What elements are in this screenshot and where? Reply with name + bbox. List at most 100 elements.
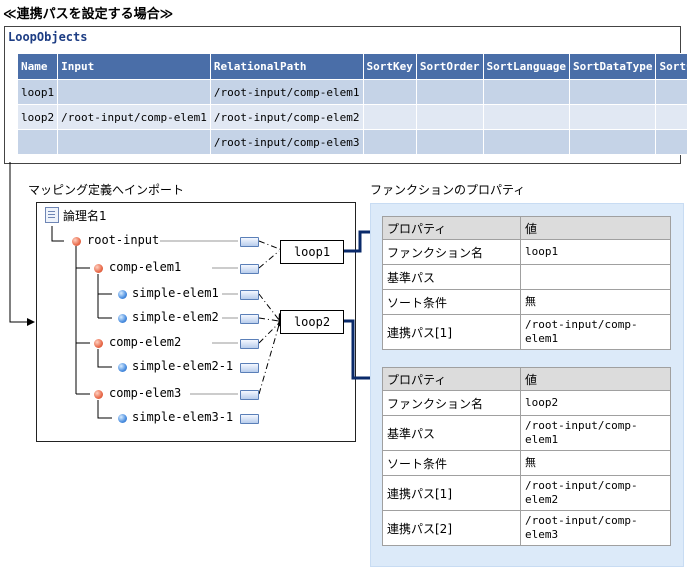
mapping-link xyxy=(258,250,280,269)
import-arrow xyxy=(9,162,35,326)
tree-line xyxy=(97,349,112,368)
properties-header-row: プロパティ 値 xyxy=(382,367,671,391)
mapping-link xyxy=(258,324,280,395)
tree-node-comp-elem3[interactable]: comp-elem3 xyxy=(109,386,182,400)
element-node-icon xyxy=(72,237,81,246)
port-icon[interactable] xyxy=(240,314,259,324)
property-value xyxy=(520,264,671,290)
property-column-header: プロパティ xyxy=(382,367,521,391)
column-header: SortDataType xyxy=(568,53,657,80)
property-value: /root-input/comp- elem1 xyxy=(520,415,671,451)
element-node-icon xyxy=(94,339,103,348)
table-row: /root-input/comp-elem3 xyxy=(16,129,687,155)
property-key: 連携パス[1] xyxy=(382,475,521,511)
table-cell xyxy=(568,79,657,105)
property-key: ソート条件 xyxy=(382,289,521,315)
port-icon[interactable] xyxy=(240,414,259,424)
property-key: 基準パス xyxy=(382,415,521,451)
column-header: SortOrder xyxy=(415,53,484,80)
property-value: loop1 xyxy=(520,239,671,265)
loop-objects-title: LoopObjects xyxy=(8,30,88,44)
column-header: SortCase xyxy=(655,53,687,80)
table-cell: /root-input/comp-elem1 xyxy=(57,104,211,130)
element-node-icon xyxy=(94,264,103,273)
value-column-header: 値 xyxy=(520,216,671,240)
table-cell xyxy=(482,129,570,155)
attribute-node-icon xyxy=(118,314,127,323)
tree-node-simple-elem2[interactable]: simple-elem2 xyxy=(132,310,219,324)
tree-node-simple-elem3-1[interactable]: simple-elem3-1 xyxy=(132,410,234,424)
property-value: 無 xyxy=(520,289,671,315)
port-icon[interactable] xyxy=(240,264,259,274)
port-icon[interactable] xyxy=(240,290,259,300)
port-icon[interactable] xyxy=(240,237,259,247)
table-cell: /root-input/comp-elem2 xyxy=(209,104,364,130)
table-cell xyxy=(568,104,657,130)
logical-name-label: 論理名1 xyxy=(63,209,107,223)
attribute-node-icon xyxy=(118,414,127,423)
property-row: ソート条件 無 xyxy=(382,289,671,315)
tree-line xyxy=(97,274,112,319)
table-cell xyxy=(415,79,484,105)
table-cell: loop2 xyxy=(16,104,59,130)
port-icon[interactable] xyxy=(240,390,259,400)
properties-table-loop1: プロパティ 値 ファンクション名 loop1 基準パス ソート条件 無 連携パス… xyxy=(382,216,671,350)
tree-node-simple-elem1[interactable]: simple-elem1 xyxy=(132,286,219,300)
property-key: ソート条件 xyxy=(382,450,521,476)
property-row: 連携パス[1] /root-input/comp- elem2 xyxy=(382,475,671,511)
page-title: ≪連携パスを設定する場合≫ xyxy=(3,7,174,22)
table-cell xyxy=(57,129,211,155)
properties-header-row: プロパティ 値 xyxy=(382,216,671,240)
table-row: loop2 /root-input/comp-elem1 /root-input… xyxy=(16,104,687,130)
document-icon xyxy=(45,207,59,223)
property-row: 基準パス /root-input/comp- elem1 xyxy=(382,415,671,451)
property-row: ファンクション名 loop2 xyxy=(382,390,671,416)
table-cell xyxy=(415,104,484,130)
mapping-link xyxy=(258,322,280,344)
mapping-link xyxy=(258,240,283,251)
tree-node-comp-elem1[interactable]: comp-elem1 xyxy=(109,260,182,274)
function-properties-label: ファンクションのプロパティ xyxy=(370,183,526,197)
property-value: /root-input/comp- elem3 xyxy=(520,510,671,546)
table-cell xyxy=(655,104,687,130)
table-cell xyxy=(362,104,417,130)
port-icon[interactable] xyxy=(240,363,259,373)
column-header: Name xyxy=(16,53,59,80)
property-row: ファンクション名 loop1 xyxy=(382,239,671,265)
mapping-link xyxy=(258,293,280,321)
tree-node-simple-elem2-1[interactable]: simple-elem2-1 xyxy=(132,359,234,373)
loop-objects-table: Name Input RelationalPath SortKey SortOr… xyxy=(16,53,687,155)
function-box-loop2[interactable]: loop2 xyxy=(280,310,344,334)
properties-table-loop2: プロパティ 値 ファンクション名 loop2 基準パス /root-input/… xyxy=(382,367,671,546)
element-node-icon xyxy=(94,390,103,399)
property-key: 連携パス[2] xyxy=(382,510,521,546)
table-cell xyxy=(16,129,59,155)
table-cell xyxy=(57,79,211,105)
property-row: 連携パス[2] /root-input/comp- elem3 xyxy=(382,510,671,546)
mapping-import-label: マッピング定義へインポート xyxy=(28,183,185,197)
value-column-header: 値 xyxy=(520,367,671,391)
property-key: 基準パス xyxy=(382,264,521,290)
column-header: SortKey xyxy=(362,53,417,80)
tree-line xyxy=(75,246,90,395)
column-header: Input xyxy=(57,53,211,80)
tree-line xyxy=(51,226,64,242)
attribute-node-icon xyxy=(118,363,127,372)
property-value: /root-input/comp- elem2 xyxy=(520,475,671,511)
tree-node-root-input[interactable]: root-input xyxy=(87,233,160,247)
property-row: ソート条件 無 xyxy=(382,450,671,476)
property-key: ファンクション名 xyxy=(382,239,521,265)
property-value: /root-input/comp- elem1 xyxy=(520,314,671,350)
port-icon[interactable] xyxy=(240,339,259,349)
attribute-node-icon xyxy=(118,290,127,299)
column-header: RelationalPath xyxy=(209,53,364,80)
table-cell xyxy=(362,129,417,155)
table-cell xyxy=(655,129,687,155)
property-key: 連携パス[1] xyxy=(382,314,521,350)
table-cell: /root-input/comp-elem3 xyxy=(209,129,364,155)
property-row: 基準パス xyxy=(382,264,671,290)
function-box-loop1[interactable]: loop1 xyxy=(280,240,344,264)
tree-node-comp-elem2[interactable]: comp-elem2 xyxy=(109,335,182,349)
column-header: SortLanguage xyxy=(482,53,570,80)
table-cell: loop1 xyxy=(16,79,59,105)
